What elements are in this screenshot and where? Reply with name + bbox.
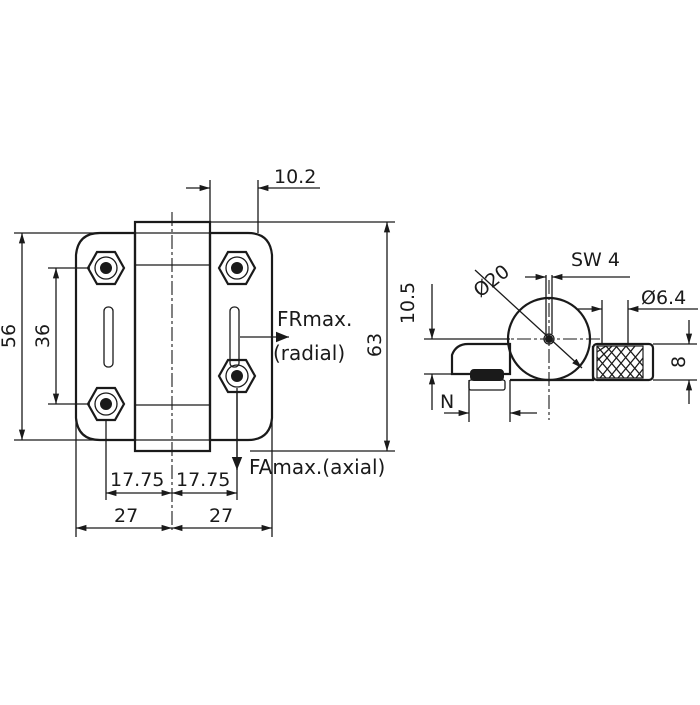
dim-56-label: 56 [0,324,20,348]
screw-bottom-left-icon [86,386,126,422]
dimension-56: 56 [0,232,100,441]
force-axial: FAmax.(axial) [231,388,385,479]
dimension-27: 27 27 [75,418,273,537]
dim-27-right-label: 27 [209,505,233,527]
force-radial: FRmax. (radial) [240,307,352,365]
dimension-n: N [440,380,537,422]
force-axial-label: FAmax.(axial) [249,455,385,479]
dim-8-label: 8 [668,356,690,368]
side-view: 10.5 Ø20 SW 4 Ø6.4 8 [397,249,698,422]
dim-sw4-label: SW 4 [571,249,620,271]
dim-17-75-right-label: 17.75 [176,469,230,491]
dimension-10-5: 10.5 [397,282,510,410]
left-slot [103,306,114,368]
dim-17-75-left-label: 17.75 [110,469,164,491]
side-right-leaf [591,342,655,382]
screw-top-right-icon [217,250,257,286]
dimension-diameter-6-4: Ø6.4 [578,287,698,344]
dimension-10-2: 10.2 [186,166,320,233]
side-base-plate [450,342,512,376]
force-radial-label: FRmax. [277,307,352,331]
dim-36-label: 36 [32,324,54,348]
dimension-36: 36 [32,267,90,405]
dim-27-left-label: 27 [114,505,138,527]
screw-top-left-icon [86,250,126,286]
dim-n-label: N [440,391,454,413]
side-screw-section [596,345,644,379]
front-view: 10.2 63 56 36 17.75 [0,166,395,537]
dim-diameter-20-label: Ø20 [470,261,514,302]
dimension-63: 63 [210,221,395,452]
side-nut [470,369,504,381]
dimension-sw4: SW 4 [525,249,630,334]
dim-10-2-label: 10.2 [274,166,316,188]
hinge-knuckle [133,220,212,453]
dimension-17-75: 17.75 17.75 [105,392,238,500]
force-radial-sublabel: (radial) [273,341,345,365]
dimension-8: 8 [653,320,697,404]
right-slot [229,306,240,368]
screw-bottom-right-icon [217,358,257,394]
dim-diameter-6-4-label: Ø6.4 [641,287,686,309]
dim-63-label: 63 [364,333,386,357]
dim-10-5-label: 10.5 [397,282,419,324]
